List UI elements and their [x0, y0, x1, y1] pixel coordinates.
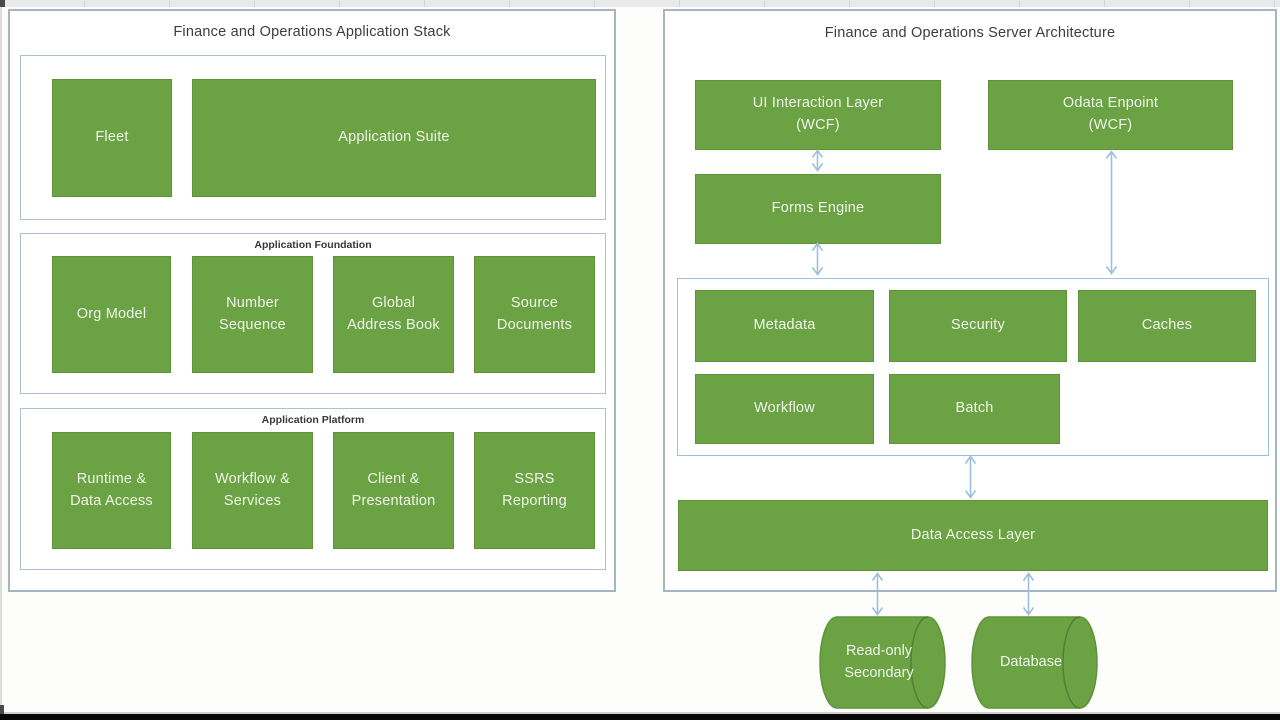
number-sequence-box: Number Sequence — [192, 256, 313, 373]
ssrs-reporting-label-line1: SSRS — [514, 470, 555, 487]
database-label: Database — [974, 617, 1088, 708]
bottom-edge-corner — [0, 705, 4, 714]
global-address-book-label-line1: Global — [371, 294, 416, 311]
application-suite-box: Application Suite — [192, 79, 596, 197]
batch-label: Batch — [955, 400, 994, 417]
data-access-layer-label: Data Access Layer — [910, 526, 1036, 543]
services-container: Metadata Security Caches Workflow Batch — [677, 278, 1269, 456]
org-model-label: Org Model — [76, 305, 147, 322]
runtime-data-access-box: Runtime & Data Access — [52, 432, 171, 549]
application-foundation-section: Application Foundation Org Model Number … — [20, 233, 606, 394]
global-address-book-box: Global Address Book — [333, 256, 454, 373]
forms-engine-box: Forms Engine — [695, 174, 941, 244]
workflow-services-label-line2: Services — [223, 492, 282, 509]
top-edge-corner — [0, 0, 5, 7]
bottom-edge-hairline — [0, 712, 1280, 714]
odata-endpoint-box: Odata Enpoint (WCF) — [988, 80, 1233, 150]
bottom-black-bar — [0, 714, 1280, 720]
server-architecture-panel: Finance and Operations Server Architectu… — [663, 9, 1277, 592]
application-foundation-label: Application Foundation — [254, 239, 372, 251]
suite-section: Fleet Application Suite — [20, 55, 606, 220]
left-edge-hairline — [0, 7, 2, 713]
source-documents-box: Source Documents — [474, 256, 595, 373]
number-sequence-label-line1: Number — [226, 294, 279, 311]
application-stack-title: Finance and Operations Application Stack — [173, 24, 451, 40]
fleet-label: Fleet — [95, 129, 129, 146]
database-label-text: Database — [999, 653, 1063, 670]
fleet-box: Fleet — [52, 79, 172, 197]
ui-interaction-layer-label-line2: (WCF) — [796, 117, 840, 133]
application-platform-section: Application Platform Runtime & Data Acce… — [20, 408, 606, 570]
caches-label: Caches — [1141, 317, 1193, 334]
application-suite-label: Application Suite — [338, 129, 450, 146]
security-box: Security — [889, 290, 1067, 362]
ui-interaction-layer-label-line1: UI Interaction Layer — [752, 95, 884, 112]
metadata-box: Metadata — [695, 290, 874, 362]
readonly-secondary-label-line1: Read-only — [845, 642, 913, 659]
global-address-book-label-line2: Address Book — [347, 316, 440, 333]
number-sequence-label-line2: Sequence — [219, 316, 286, 333]
workflow-services-label-line1: Workflow & — [214, 470, 291, 487]
workflow-box: Workflow — [695, 374, 874, 444]
readonly-secondary-label: Read-only Secondary — [822, 617, 936, 708]
top-edge-strip — [0, 0, 1280, 7]
client-presentation-box: Client & Presentation — [333, 432, 454, 549]
application-platform-label: Application Platform — [261, 414, 365, 426]
metadata-label: Metadata — [753, 317, 816, 334]
odata-endpoint-label-line1: Odata Enpoint — [1062, 95, 1159, 112]
caches-box: Caches — [1078, 290, 1256, 362]
readonly-secondary-label-line2: Secondary — [844, 664, 914, 681]
application-stack-panel: Finance and Operations Application Stack… — [8, 9, 616, 592]
runtime-data-access-label-line1: Runtime & — [76, 470, 147, 487]
client-presentation-label-line2: Presentation — [351, 492, 436, 509]
server-architecture-title: Finance and Operations Server Architectu… — [824, 25, 1116, 41]
runtime-data-access-label-line2: Data Access — [70, 492, 153, 509]
batch-box: Batch — [889, 374, 1060, 444]
source-documents-label-line2: Documents — [496, 316, 573, 333]
ssrs-reporting-label-line2: Reporting — [502, 492, 567, 509]
workflow-label: Workflow — [754, 400, 815, 417]
data-access-layer-box: Data Access Layer — [678, 500, 1268, 571]
source-documents-label-line1: Source — [510, 294, 559, 311]
security-label: Security — [951, 317, 1005, 334]
org-model-box: Org Model — [52, 256, 171, 373]
odata-endpoint-label-line2: (WCF) — [1088, 117, 1133, 133]
client-presentation-label-line1: Client & — [367, 470, 420, 487]
workflow-services-box: Workflow & Services — [192, 432, 313, 549]
ui-interaction-layer-box: UI Interaction Layer (WCF) — [695, 80, 941, 150]
ssrs-reporting-box: SSRS Reporting — [474, 432, 595, 549]
forms-engine-label: Forms Engine — [771, 200, 865, 217]
